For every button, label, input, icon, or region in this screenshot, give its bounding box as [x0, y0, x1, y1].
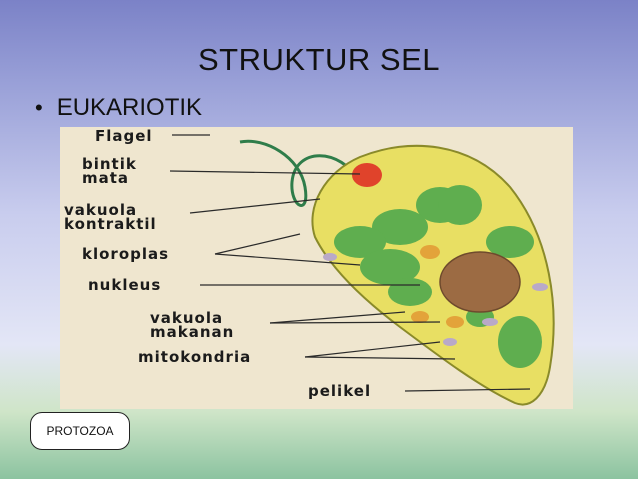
bullet-text: EUKARIOTIK	[56, 94, 203, 121]
cell-body	[311, 144, 555, 406]
chloroplast	[334, 226, 386, 258]
eyespot	[352, 163, 382, 187]
euglena-illustration	[169, 134, 555, 406]
chloroplast	[438, 185, 482, 225]
food-vacuole	[420, 245, 440, 259]
leader-lines	[169, 134, 531, 392]
bullet-item: • EUKARIOTIK	[35, 94, 202, 122]
chloroplast	[360, 249, 420, 285]
label-flagel: Flagel	[95, 127, 153, 145]
chloroplast	[498, 316, 542, 368]
label-bintik-mata-line2: mata	[82, 169, 130, 187]
nucleus	[439, 251, 521, 313]
chloroplast	[486, 226, 534, 258]
label-vakuola-makanan-line1: vakuola	[150, 309, 224, 327]
mitochondrion	[443, 338, 457, 346]
label-vakuola-kontraktil-line1: vakuola	[64, 201, 138, 219]
label-mitokondria: mitokondria	[138, 348, 252, 366]
food-vacuole	[411, 311, 429, 323]
chloroplast	[388, 278, 432, 306]
label-bintik-mata-line1: bintik	[82, 155, 137, 173]
flagellum	[239, 139, 362, 207]
euglena-diagram: Flagel bintik mata vakuola kontraktil kl…	[60, 127, 573, 409]
bullet-dot-icon: •	[35, 95, 43, 120]
label-vakuola-kontraktil-line2: kontraktil	[64, 215, 157, 233]
chloroplast	[372, 209, 428, 245]
food-vacuole	[446, 316, 464, 328]
protozoa-badge: PROTOZOA	[30, 412, 130, 450]
mitochondrion	[532, 283, 548, 291]
label-nukleus: nukleus	[88, 276, 162, 294]
label-pelikel: pelikel	[308, 382, 372, 400]
label-kloroplas: kloroplas	[82, 245, 170, 263]
mitochondrion	[482, 318, 498, 326]
slide-title: STRUKTUR SEL	[198, 42, 440, 77]
mitochondrion	[323, 253, 337, 261]
label-vakuola-makanan-line2: makanan	[150, 323, 235, 341]
